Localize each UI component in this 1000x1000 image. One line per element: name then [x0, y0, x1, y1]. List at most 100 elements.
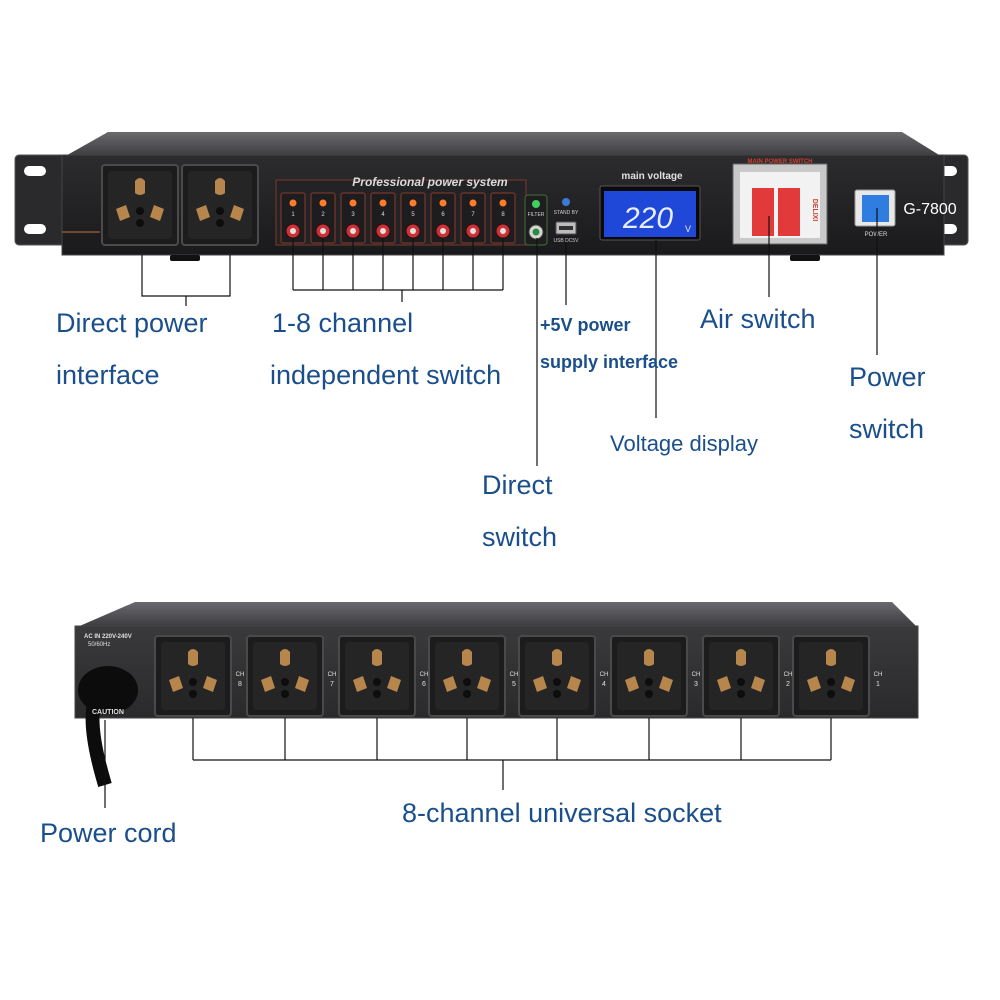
channel-label: CH — [692, 672, 701, 678]
front-panel: Professional power system 1 2 3 4 5 6 7 8 FILTE… — [14, 132, 969, 261]
channel-label-number: 3 — [694, 681, 698, 688]
foot — [170, 255, 200, 261]
channel-number: 1 — [291, 212, 295, 218]
channel-number: 8 — [501, 212, 505, 218]
usb-label-1: +5V power — [540, 315, 631, 335]
channel-number: 5 — [411, 212, 415, 218]
voltage-lcd — [604, 191, 696, 237]
channel-led — [439, 199, 447, 207]
socket-body — [518, 635, 596, 717]
filter-led — [532, 200, 540, 208]
breaker-lever-2[interactable] — [778, 188, 800, 236]
foot — [790, 255, 820, 261]
channel-button-center — [290, 228, 296, 234]
channel-label-number: 1 — [876, 681, 880, 688]
socket-body — [338, 635, 416, 717]
filter-label: FILTER — [528, 212, 545, 218]
rack-hole — [24, 224, 46, 234]
air-switch-label: Air switch — [700, 304, 816, 334]
channel-label-number: 2 — [786, 681, 790, 688]
rack-hole — [24, 166, 46, 176]
channel-switches: 1 2 3 4 5 6 7 8 — [280, 192, 516, 244]
direct-socket-2 — [181, 164, 259, 246]
breaker-label: MAIN POWER SWITCH — [748, 159, 813, 165]
power-button-label: POWER — [865, 232, 888, 238]
direct-power-bracket — [141, 255, 231, 297]
channel-led — [499, 199, 507, 207]
channel-switch-5[interactable]: 5 — [400, 192, 426, 244]
channel-led — [469, 199, 477, 207]
power-cord[interactable] — [85, 697, 112, 788]
channel-led — [409, 199, 417, 207]
channel-button-center — [470, 228, 476, 234]
channel-button-center — [380, 228, 386, 234]
channel-number: 2 — [321, 212, 325, 218]
channel-switch-label-2: independent switch — [270, 360, 502, 390]
standby-label: STAND BY — [554, 210, 579, 216]
channel-switch-7[interactable]: 7 — [460, 192, 486, 244]
channel-switch-8[interactable]: 8 — [490, 192, 516, 244]
channel-bracket — [292, 238, 504, 302]
universal-socket-4 — [518, 635, 596, 717]
channel-button-center — [350, 228, 356, 234]
channel-switch-6[interactable]: 6 — [430, 192, 456, 244]
direct-power-label-1: Direct power — [56, 308, 208, 338]
power-button[interactable] — [862, 195, 889, 222]
usb-slot — [559, 226, 573, 230]
channel-button-center — [440, 228, 446, 234]
usb-label-2: supply interface — [540, 352, 679, 372]
direct-switch-label-1: Direct — [482, 470, 553, 500]
channel-label: CH — [420, 672, 429, 678]
channel-button-center — [500, 228, 506, 234]
channel-switch-3[interactable]: 3 — [340, 192, 366, 244]
breaker-lever-1[interactable] — [752, 188, 774, 236]
channel-switch-4[interactable]: 4 — [370, 192, 396, 244]
channel-number: 6 — [441, 212, 445, 218]
usb-label: USB DC5V — [553, 238, 579, 244]
socket-body — [610, 635, 688, 717]
channel-label: CH — [510, 672, 519, 678]
socket-body — [246, 635, 324, 717]
channel-button-center — [320, 228, 326, 234]
front-callout-lines — [141, 208, 878, 466]
direct-socket-1 — [101, 164, 179, 246]
standby-led — [562, 198, 570, 206]
universal-socket-5 — [428, 635, 506, 717]
front-top-face — [62, 132, 944, 158]
rear-callout-lines — [104, 718, 832, 808]
model-name: G-7800 — [903, 201, 956, 218]
socket-body — [702, 635, 780, 717]
voltage-unit: V — [685, 224, 691, 234]
socket-body — [792, 635, 870, 717]
channel-label-number: 6 — [422, 681, 426, 688]
channel-number: 3 — [351, 212, 355, 218]
channel-label: CH — [784, 672, 793, 678]
universal-socket-8 — [154, 635, 232, 717]
universal-socket-label: 8-channel universal socket — [402, 798, 722, 828]
channel-button-center — [410, 228, 416, 234]
channel-switch-1[interactable]: 1 — [280, 192, 306, 244]
ac-hz-label: 50/60Hz — [88, 642, 110, 648]
caution-label: CAUTION — [92, 709, 124, 716]
universal-socket-1 — [792, 635, 870, 717]
panel-title: Professional power system — [352, 175, 508, 189]
universal-socket-3 — [610, 635, 688, 717]
rear-top-face — [75, 602, 918, 628]
direct-switch-label-2: switch — [482, 522, 558, 552]
universal-socket-6 — [338, 635, 416, 717]
voltage-display-label: Voltage display — [610, 431, 758, 456]
channel-label-number: 4 — [602, 681, 606, 688]
channel-label-number: 8 — [238, 681, 242, 688]
universal-socket-7 — [246, 635, 324, 717]
channel-label-number: 5 — [512, 681, 516, 688]
channel-switch-label-1: 1-8 channel — [272, 308, 414, 338]
ac-in-label: AC IN 220V-240V — [84, 634, 132, 640]
channel-label: CH — [874, 672, 883, 678]
voltage-title: main voltage — [621, 171, 683, 182]
channel-led — [349, 199, 357, 207]
channel-switch-2[interactable]: 2 — [310, 192, 336, 244]
channel-label: CH — [236, 672, 245, 678]
